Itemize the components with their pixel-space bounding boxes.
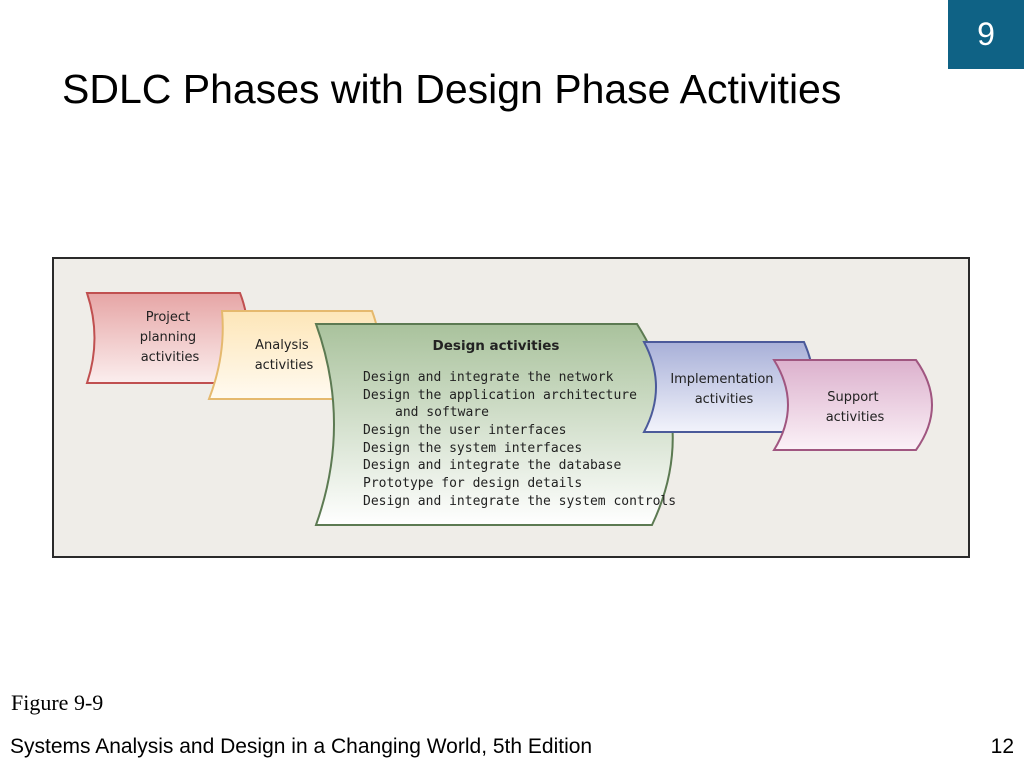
figure-caption: Figure 9-9 [11,690,104,715]
phase-label-analysis: Analysis activities [255,338,314,373]
phase-label-project: Project planning activities [140,310,201,365]
slide-title: SDLC Phases with Design Phase Activities [62,66,842,112]
footer-book-title: Systems Analysis and Design in a Changin… [10,735,593,758]
design-item-database: Design and integrate the database [363,458,621,473]
chapter-badge: 9 [948,0,1024,69]
sdlc-diagram-canvas: Project planning activities Analysis act… [85,292,933,526]
design-activities-heading: Design activities [433,338,560,354]
design-item-network: Design and integrate the network [363,370,614,385]
design-item-architecture: Design the application architecture [363,388,637,403]
phase-shape-support [772,359,933,451]
design-item-system-controls: Design and integrate the system controls [363,494,676,509]
page-number: 12 [990,735,1014,758]
design-activity-list: Design and integrate the network Design … [363,370,676,509]
design-item-user-interfaces: Design the user interfaces [363,423,567,438]
phase-label-support: Support activities [826,390,885,425]
sdlc-diagram: Project planning activities Analysis act… [52,257,970,558]
design-item-system-interfaces: Design the system interfaces [363,441,582,456]
design-item-architecture-cont: and software [395,405,489,420]
phase-label-implementation: Implementation activities [670,372,777,407]
design-item-prototype: Prototype for design details [363,476,582,491]
